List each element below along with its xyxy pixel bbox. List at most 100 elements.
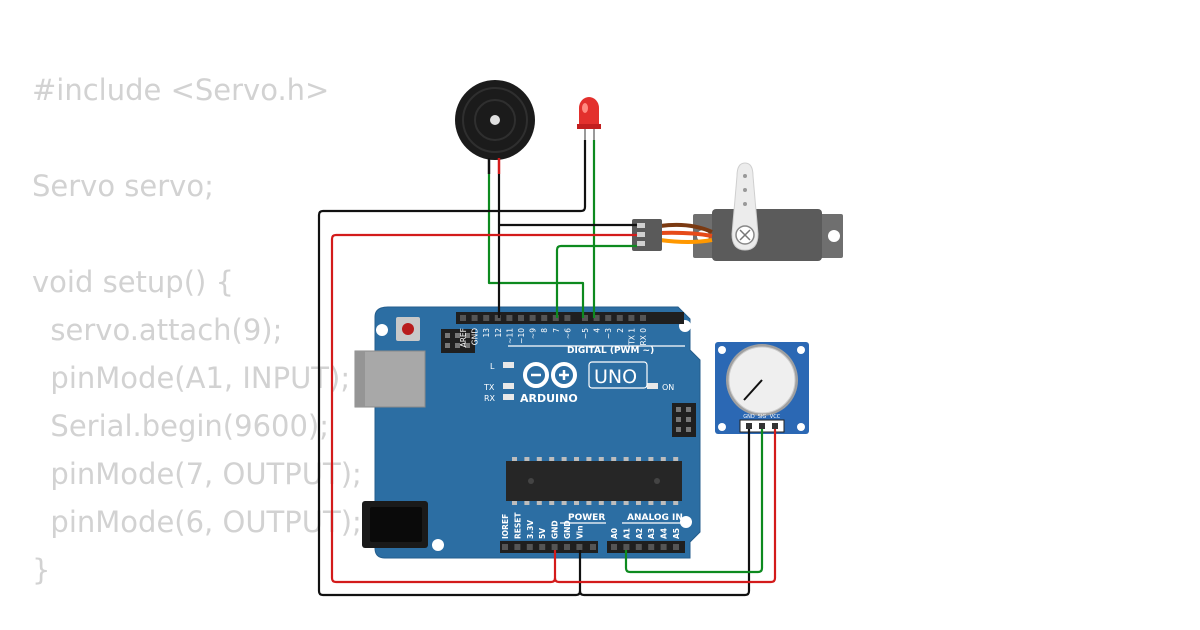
header-pin-hole — [529, 315, 536, 321]
code-line: void setup() { — [32, 265, 234, 299]
chip-leg — [549, 501, 555, 505]
analog-pin-label: A1 — [622, 528, 631, 539]
chip-leg — [623, 457, 629, 461]
header-pin-hole — [564, 544, 570, 550]
code-listing: #include <Servo.h>Servo servo;void setup… — [32, 66, 362, 594]
servo-horn-hole — [743, 188, 747, 192]
chip-leg — [561, 457, 567, 461]
digital-pin-label: 2 — [616, 328, 625, 333]
header-pin-hole — [623, 544, 630, 550]
led-l-label: L — [490, 362, 495, 371]
chip-leg — [512, 457, 517, 461]
digital-pin-label: 8 — [540, 328, 549, 333]
header-pin-hole — [514, 544, 521, 550]
digital-pin-label: GND — [471, 328, 480, 345]
chip-pins — [512, 457, 679, 505]
buzzer-ring — [474, 99, 516, 141]
led-on — [647, 383, 658, 389]
code-line: pinMode(6, OUTPUT); — [32, 505, 362, 539]
header-pin-hole — [541, 315, 548, 321]
analog-pin-label: A0 — [610, 528, 619, 539]
power-header-pins — [502, 544, 596, 550]
digital-pin-label: ~10 — [517, 328, 526, 344]
digital-pin-label: ~6 — [563, 328, 572, 339]
power-label: POWER — [568, 513, 605, 523]
pot-mount-hole — [797, 423, 805, 431]
wire-pot-green — [624, 429, 764, 574]
red-led[interactable] — [577, 97, 601, 140]
servo-horn-hole — [743, 174, 747, 178]
chip-leg — [598, 501, 604, 505]
chip-leg — [561, 501, 567, 505]
icsp-pin — [676, 417, 681, 422]
code-line: servo.attach(9); — [32, 313, 283, 347]
header-pin-hole — [616, 315, 623, 321]
power-pin-label: GND — [551, 520, 560, 539]
header-pin-hole — [582, 315, 588, 321]
header-pin-hole — [673, 544, 679, 550]
header-pin-hole — [564, 315, 571, 321]
led-tx — [503, 383, 514, 389]
power-jack-face — [370, 507, 422, 542]
header-pin-hole — [483, 315, 490, 321]
chip-leg — [660, 457, 666, 461]
chip-leg — [623, 501, 629, 505]
code-line: } — [32, 553, 51, 587]
header-pin-hole — [576, 544, 583, 550]
icsp-pin — [676, 407, 681, 412]
mounting-hole — [432, 539, 444, 551]
power-pin-label: Vin — [575, 525, 584, 539]
digital-header-pins — [460, 315, 646, 321]
digital-pin-label: 4 — [593, 328, 602, 333]
header-pin-hole — [539, 544, 546, 550]
icsp-pin — [686, 407, 691, 412]
header-pin-hole — [660, 544, 667, 550]
brand-label: ARDUINO — [520, 392, 578, 405]
power-pin-label: IOREF — [501, 514, 510, 539]
header-pin-hole — [590, 544, 596, 550]
arduino-logo-icon — [523, 362, 577, 388]
icsp-body — [672, 403, 696, 437]
chip-leg — [611, 457, 617, 461]
wires — [317, 140, 777, 597]
power-header — [500, 541, 598, 553]
model-label: UNO — [594, 366, 637, 388]
chip-leg — [636, 457, 641, 461]
icsp-pin — [465, 343, 470, 348]
header-pin-hole — [518, 315, 524, 321]
chip-leg — [660, 501, 666, 505]
buzzer[interactable] — [455, 80, 535, 174]
icsp-pin — [465, 333, 470, 338]
wire-servo-red — [330, 233, 637, 584]
mounting-hole — [680, 516, 692, 528]
icsp-pin — [455, 343, 460, 348]
header-pin-hole — [506, 315, 513, 321]
chip-leg — [598, 457, 604, 461]
wire-led-black — [317, 140, 587, 597]
led-l — [503, 362, 514, 368]
icsp-pin — [686, 417, 691, 422]
led-base — [577, 124, 601, 129]
header-pin-hole — [648, 544, 655, 550]
chip-leg — [648, 457, 654, 461]
digital-pin-label: AREF — [459, 328, 468, 347]
analog-label: ANALOG IN — [627, 513, 683, 523]
servo-motor[interactable] — [632, 162, 843, 261]
led-tx-label: TX — [483, 383, 495, 392]
icsp-pin — [686, 427, 691, 432]
servo-body — [712, 209, 822, 261]
power-pin-label: 3.3V — [526, 520, 535, 539]
code-line: Servo servo; — [32, 169, 214, 203]
digital-pin-label: TX 1 — [627, 328, 636, 346]
servo-horn-hole — [743, 202, 747, 206]
header-pin-hole — [551, 544, 558, 550]
chip-leg — [536, 457, 542, 461]
chip-leg — [574, 501, 579, 505]
digital-label: DIGITAL (PWM ~) — [567, 346, 654, 356]
